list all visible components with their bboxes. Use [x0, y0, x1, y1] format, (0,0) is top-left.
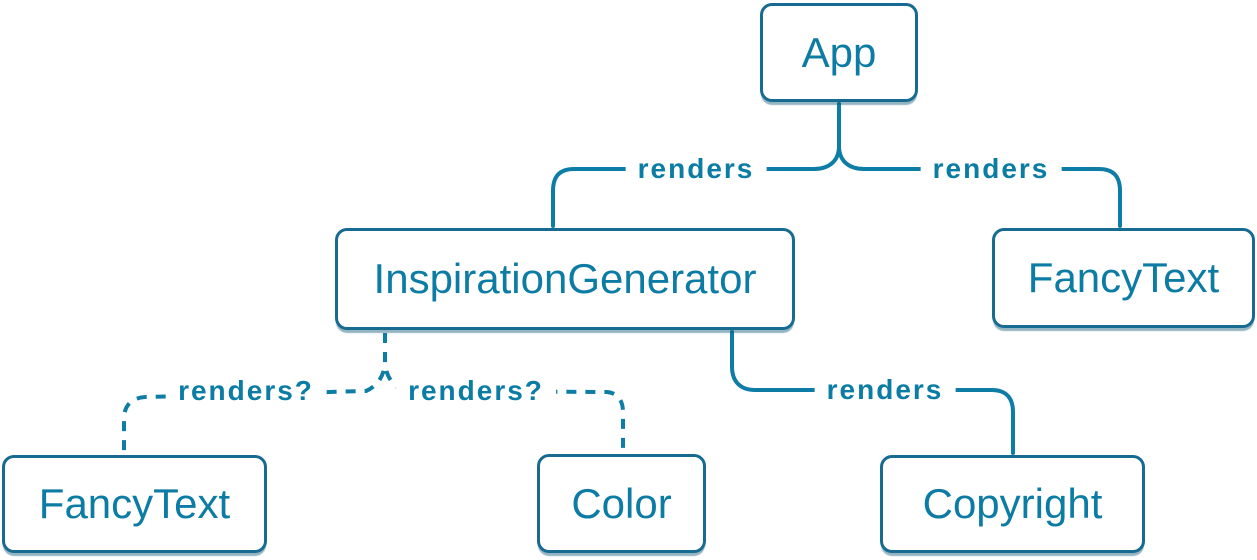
node-inspiration-generator-label: InspirationGenerator [373, 255, 757, 302]
edge-label-inspirationgenerator-renders-color: renders? [396, 372, 556, 410]
edge-inspirationgenerator-to-color-dashed [383, 333, 625, 451]
edge-label-inspirationgenerator-renders-copyright: renders [814, 371, 956, 409]
node-fancy-text-top: FancyText [992, 228, 1255, 328]
edge-label-app-renders-fancytext: renders [920, 150, 1062, 188]
node-fancy-text-top-label: FancyText [1027, 254, 1220, 301]
node-app-label: App [801, 28, 877, 76]
edge-label-inspirationgenerator-renders-fancytext: renders? [166, 372, 326, 410]
node-copyright-label: Copyright [922, 480, 1103, 527]
node-color-label: Color [571, 479, 672, 527]
node-fancy-text-bottom: FancyText [2, 455, 267, 553]
node-app: App [760, 3, 918, 102]
edge-label-app-renders-inspirationgenerator: renders [625, 150, 767, 188]
node-fancy-text-bottom-label: FancyText [38, 480, 231, 527]
node-inspiration-generator: InspirationGenerator [335, 228, 795, 330]
node-copyright: Copyright [880, 455, 1145, 553]
node-color: Color [537, 454, 706, 553]
